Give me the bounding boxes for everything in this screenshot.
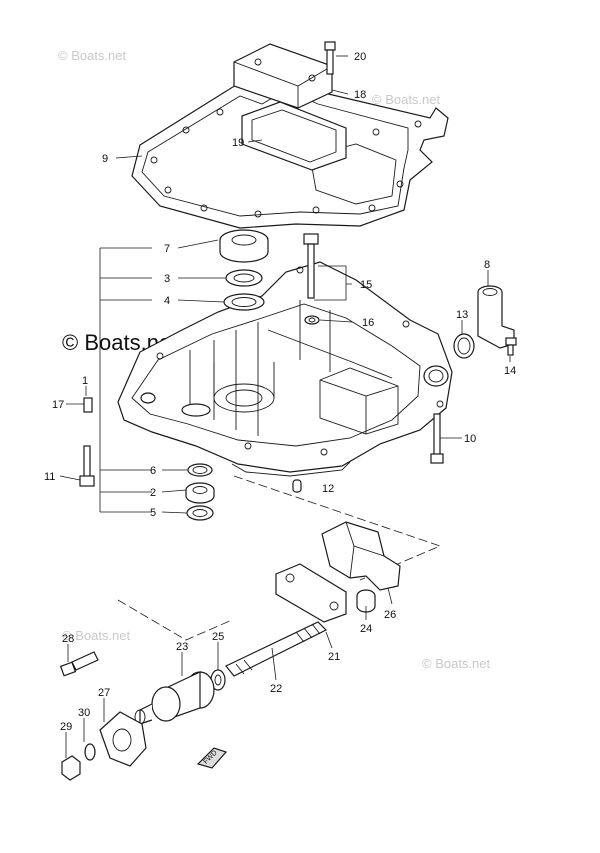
callout-24: 24 [360, 623, 372, 635]
callout-3: 3 [164, 273, 170, 285]
bearing-7 [219, 229, 269, 263]
engine-holder-body [117, 261, 453, 477]
callout-26: 26 [384, 609, 396, 621]
callout-17: 17 [52, 399, 64, 411]
callout-28: 28 [62, 633, 74, 645]
callout-11: 11 [44, 471, 55, 483]
watermark-top-left: © Boats.net [58, 48, 127, 63]
stud-22 [225, 621, 328, 677]
callout-20: 20 [354, 51, 366, 63]
o-ring-13 [453, 333, 475, 359]
watermark-top-right: © Boats.net [372, 92, 441, 107]
callout-27: 27 [98, 687, 110, 699]
callout-19: 19 [232, 137, 244, 149]
bracket-26 [321, 521, 401, 591]
callout-25: 25 [212, 631, 224, 643]
callout-18: 18 [354, 89, 366, 101]
plate-gasket [275, 563, 347, 623]
seal-5 [186, 505, 214, 521]
seal-3 [225, 269, 263, 287]
nut-29 [61, 755, 81, 781]
callout-7: 7 [164, 243, 170, 255]
callout-1: 1 [82, 375, 88, 387]
bolt-11 [79, 445, 95, 487]
callout-23: 23 [176, 641, 188, 653]
callout-2: 2 [150, 487, 156, 499]
dowel-pin-17 [83, 397, 93, 413]
callout-10: 10 [464, 433, 476, 445]
reference-line-lower [117, 599, 233, 641]
cover-plate [233, 43, 333, 109]
callout-5: 5 [150, 507, 156, 519]
bolt-20 [324, 41, 336, 75]
callout-numbers: 20 18 9 19 7 3 4 8 15 13 16 14 1 17 10 1… [44, 51, 516, 733]
spacer-24 [356, 589, 376, 613]
leader-lines [59, 55, 511, 758]
bolt-10 [430, 413, 444, 464]
callout-22: 22 [270, 683, 282, 695]
callout-6: 6 [150, 465, 156, 477]
bolt-15 [303, 233, 319, 299]
watermark-bottom-right: © Boats.net [422, 656, 491, 671]
callout-14: 14 [504, 365, 516, 377]
callout-12: 12 [322, 483, 334, 495]
callout-16: 16 [362, 317, 374, 329]
seal-6 [187, 463, 213, 477]
callout-4: 4 [164, 295, 170, 307]
bolt-28 [59, 651, 99, 677]
washer-30 [84, 743, 96, 761]
callout-15: 15 [360, 279, 372, 291]
pin-12 [292, 479, 302, 493]
housing-27 [99, 711, 147, 767]
bearing-2 [185, 482, 215, 504]
washer-16 [304, 315, 320, 325]
inner-gasket [241, 101, 347, 171]
forward-arrow: FWD [196, 747, 228, 769]
watermark-bottom-left: © Boats.net [62, 628, 131, 643]
callout-13: 13 [456, 309, 468, 321]
bolt-14 [505, 337, 517, 356]
rubber-mount-23 [134, 671, 215, 725]
callout-21: 21 [328, 651, 340, 663]
callout-9: 9 [102, 153, 108, 165]
callout-30: 30 [78, 707, 90, 719]
callout-29: 29 [60, 721, 72, 733]
callout-8: 8 [484, 259, 490, 271]
seal-4 [223, 293, 265, 311]
fitting-8 [477, 285, 515, 349]
